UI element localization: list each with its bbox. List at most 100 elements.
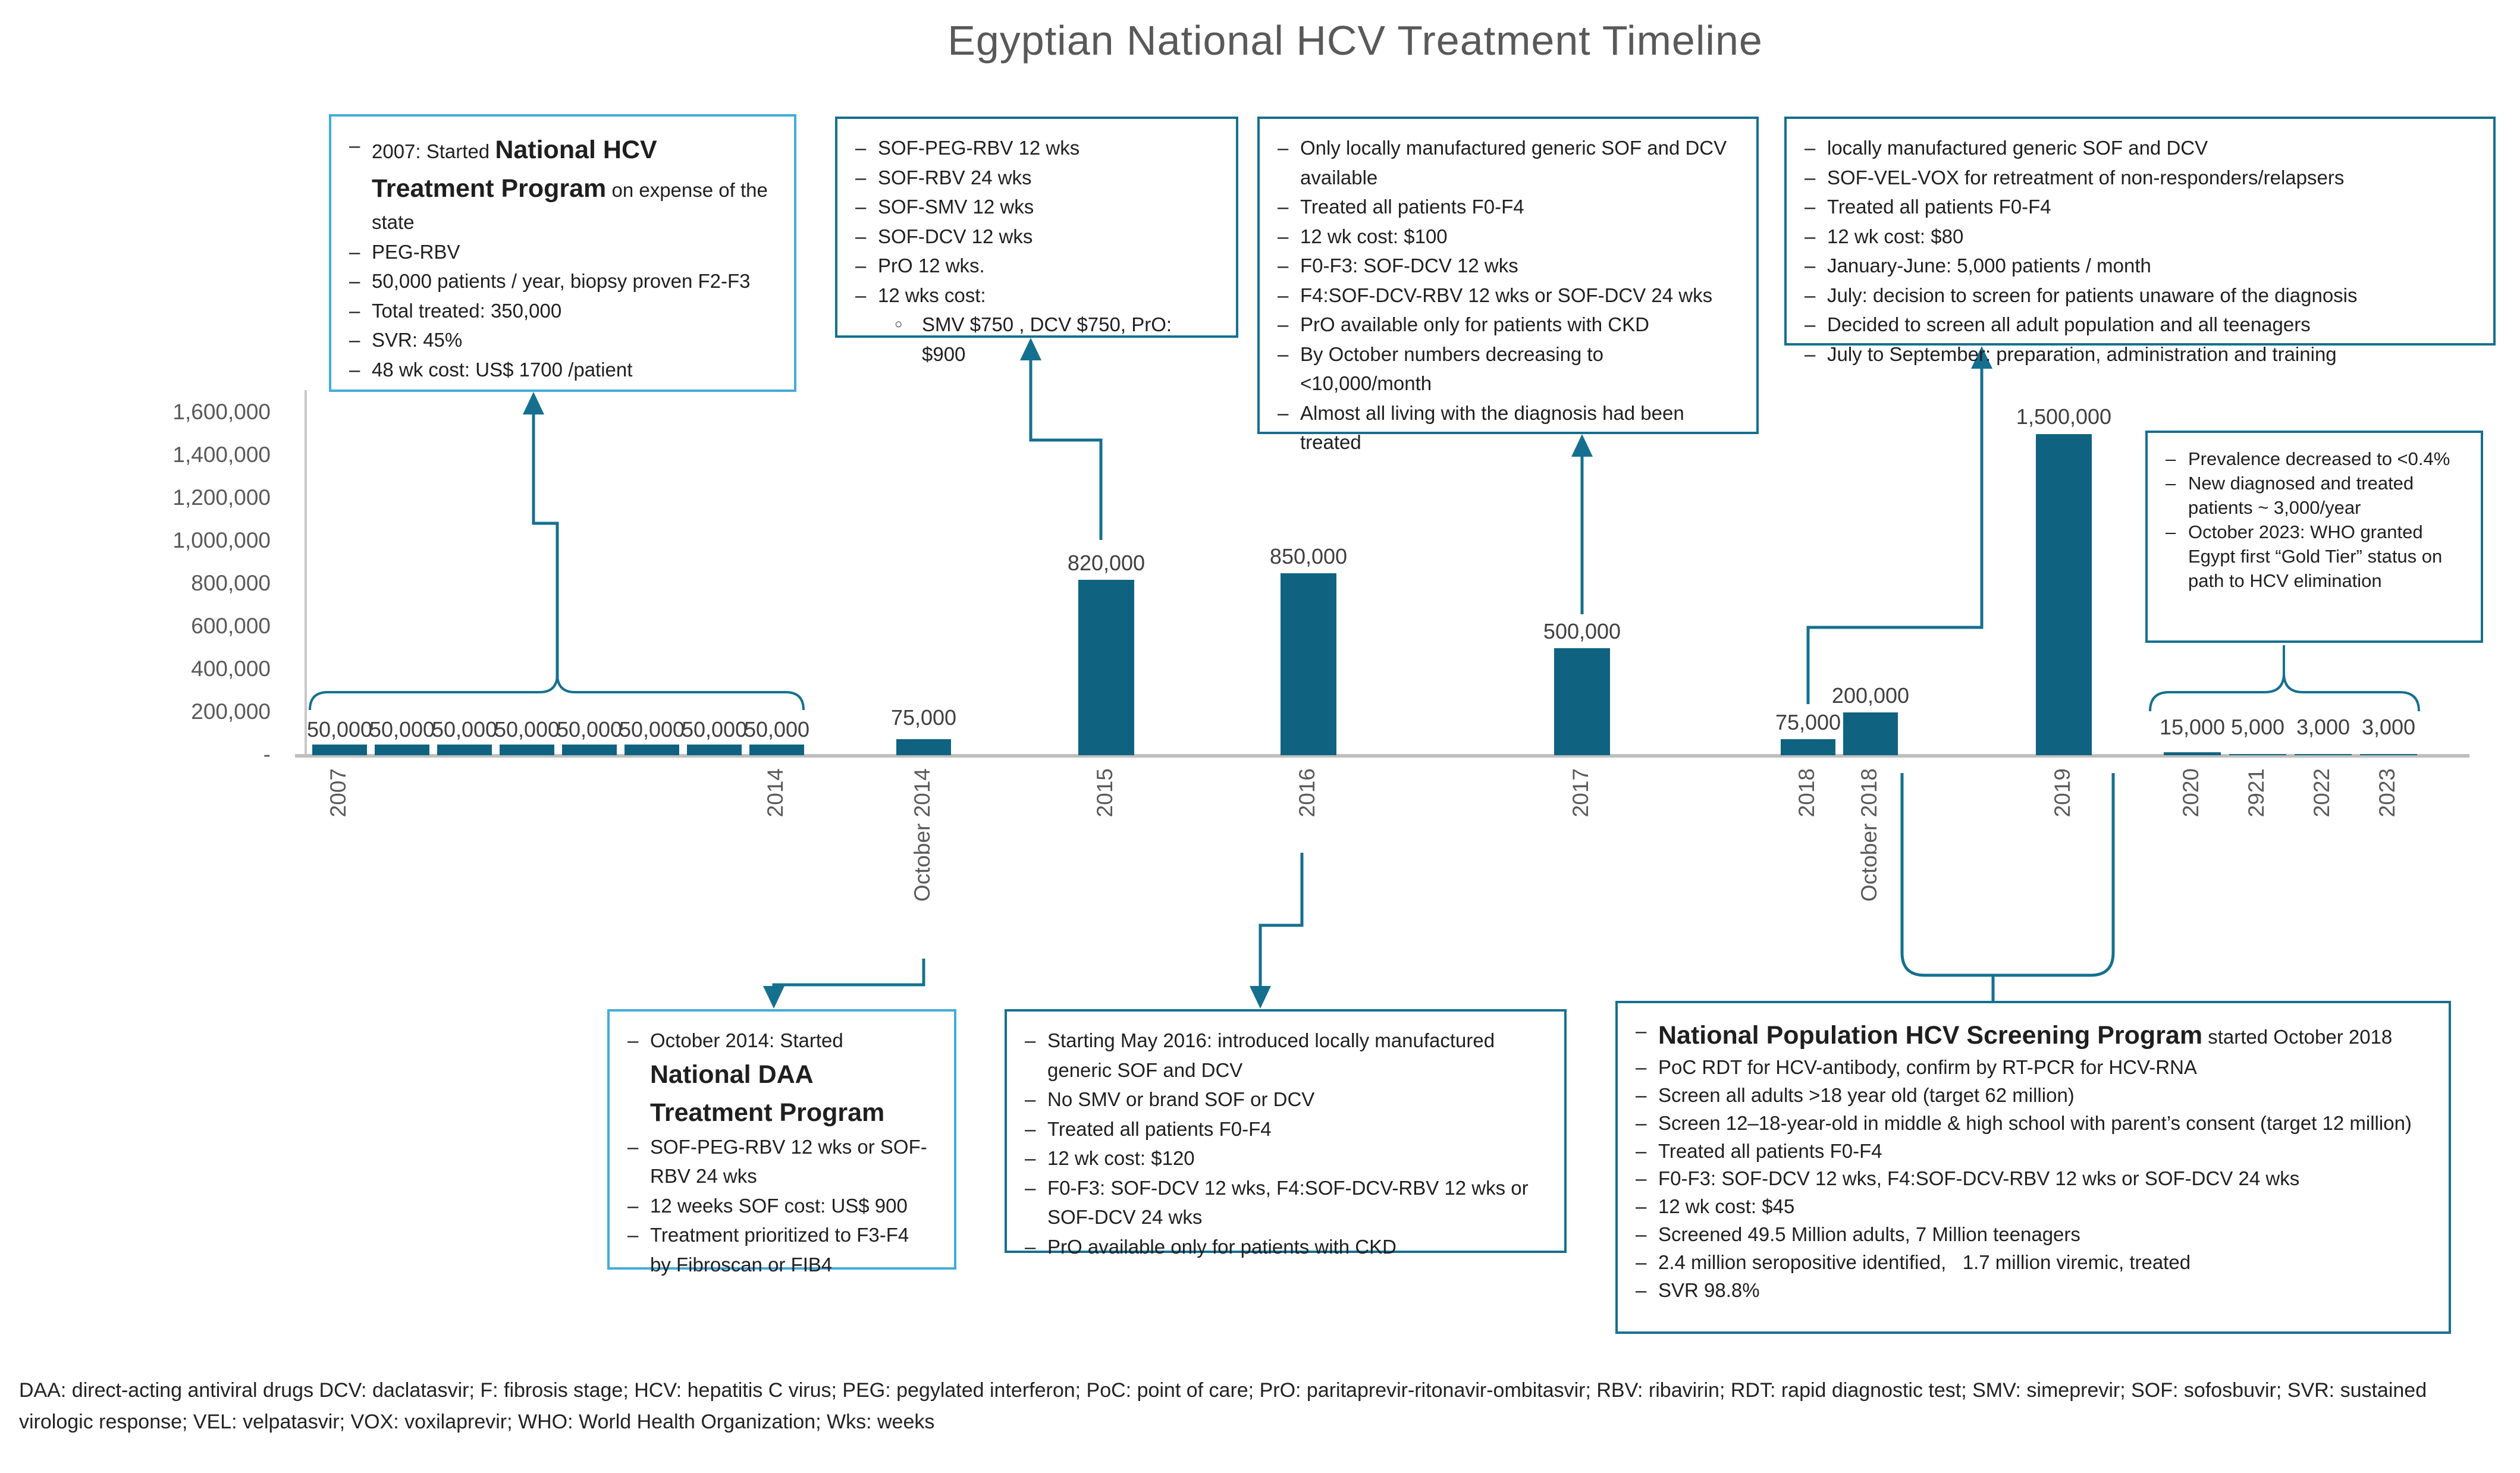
annotation-line: –Decided to screen all adult population … — [1805, 310, 2472, 340]
annotation-text: July to September: preparation, administ… — [1827, 343, 2337, 365]
annotation-line: –PrO 12 wks. — [855, 251, 1215, 281]
bullet-dash-icon: – — [855, 166, 867, 189]
bar-2017 — [1554, 648, 1610, 755]
y-axis-tick-label: 1,600,000 — [172, 400, 271, 424]
annotation-box-may2016: –Starting May 2016: introduced locally m… — [1005, 1009, 1567, 1258]
annotation-line: –SVR: 45% — [349, 325, 773, 355]
annotation-box-y2018: – locally manufactured generic SOF and DC… — [1784, 117, 2496, 365]
annotation-text: 12 wk cost: $45 — [1658, 1195, 1795, 1218]
bullet-dash-icon: – — [627, 1194, 639, 1217]
annotation-text: By October numbers decreasing to <10,000… — [1300, 343, 1603, 395]
annotation-line: –50,000 patients / year, biopsy proven F… — [349, 266, 773, 296]
annotation-line: –Treated all patients F0-F4 — [1278, 192, 1735, 222]
annotation-text: 12 weeks SOF cost: US$ 900 — [650, 1194, 908, 1217]
bar-value-label: 50,000 — [431, 717, 498, 742]
sub-bullet-circle-icon: ○ — [895, 316, 903, 331]
bar-value-label: 50,000 — [494, 717, 560, 742]
bullet-dash-icon: – — [855, 196, 867, 218]
annotation-text: January-June: 5,000 patients / month — [1827, 255, 2151, 277]
annotation-text: F4:SOF-DCV-RBV 12 wks or SOF-DCV 24 wks — [1300, 284, 1713, 306]
x-axis-tick-label: 2019 — [2050, 768, 2075, 818]
bar-value-label: 50,000 — [619, 717, 685, 742]
bullet-dash-icon: – — [1805, 225, 1816, 247]
annotation-text: Treated all patients F0-F4 — [1827, 196, 2051, 218]
bullet-dash-icon: – — [1636, 1251, 1647, 1274]
annotation-text: Screened 49.5 Million adults, 7 Million … — [1658, 1223, 2080, 1246]
bar-october-2018 — [1843, 712, 1898, 755]
annotation-line: –2.4 million seropositive identified, 1.… — [1636, 1249, 2427, 1277]
y-axis-tick-label: 600,000 — [191, 614, 271, 638]
annotation-text: started October 2018 — [2202, 1026, 2393, 1048]
annotation-text: PrO 12 wks. — [878, 255, 985, 277]
bar-2011 — [562, 745, 617, 755]
annotation-line: –12 wk cost: $80 — [1805, 222, 2472, 252]
y-axis-tick-label: 1,400,000 — [172, 442, 271, 467]
annotation-text: Prevalence decreased to <0.4% — [2188, 448, 2450, 469]
annotation-line: –Screen all adults >18 year old (target … — [1636, 1082, 2427, 1110]
bullet-dash-icon: – — [1278, 313, 1289, 335]
annotation-line: –July to September: preparation, adminis… — [1805, 340, 2472, 369]
annotation-text-bold: National DAA Treatment Program — [650, 1060, 885, 1127]
annotation-text: Treated all patients F0-F4 — [1300, 196, 1524, 218]
annotation-text: SOF-RBV 24 wks — [878, 166, 1032, 189]
annotation-line: –2007: Started National HCV Treatment Pr… — [349, 131, 773, 237]
annotation-text: New diagnosed and treated patients ~ 3,0… — [2188, 472, 2414, 518]
x-axis-tick-label: 2016 — [1295, 768, 1319, 818]
bullet-dash-icon: – — [1636, 1056, 1647, 1079]
annotation-text: Decided to screen all adult population a… — [1827, 313, 2311, 335]
annotation-box-screening: –National Population HCV Screening Progr… — [1615, 1001, 2451, 1334]
annotation-text: Almost all living with the diagnosis had… — [1300, 401, 1684, 454]
annotation-text: SOF-PEG-RBV 12 wks — [878, 137, 1080, 159]
bullet-dash-icon: – — [855, 255, 867, 277]
annotation-text: July: decision to screen for patients un… — [1827, 284, 2358, 306]
x-axis-tick-label: 2014 — [763, 768, 787, 818]
annotation-line: –SOF-PEG-RBV 12 wks or SOF-RBV 24 wks — [627, 1132, 933, 1191]
bullet-dash-icon: – — [1636, 1111, 1647, 1134]
annotation-text: 2007: Started — [372, 140, 495, 162]
annotation-box-outcome_2020_2023: –Prevalence decreased to <0.4%–New diagn… — [2145, 431, 2483, 643]
annotation-line: –SOF-SMV 12 wks — [855, 192, 1215, 222]
bar-value-label: 75,000 — [1775, 710, 1841, 734]
arrow-down-may2016-icon — [1250, 986, 1271, 1009]
annotation-line: –12 wks cost: — [855, 281, 1215, 310]
bar-2016 — [1281, 573, 1336, 755]
annotation-text: SMV $750 , DCV $750, PrO: $900 — [922, 313, 1172, 365]
bullet-dash-icon: – — [2166, 472, 2176, 494]
annotation-text: locally manufactured generic SOF and DCV — [1827, 137, 2208, 159]
y-axis-tick-label: 200,000 — [191, 699, 271, 724]
annotation-text: 48 wk cost: US$ 1700 /patient — [372, 358, 633, 381]
bullet-dash-icon: – — [1025, 1235, 1036, 1258]
annotation-line: –No SMV or brand SOF or DCV — [1025, 1085, 1543, 1114]
y-axis-tick-label: - — [263, 742, 271, 767]
brace-2020-2023 — [2149, 673, 2420, 712]
bullet-dash-icon: – — [349, 134, 360, 156]
bar-value-label: 15,000 — [2159, 715, 2226, 739]
x-axis-tick-label: 2007 — [326, 768, 350, 818]
connector-oct2014-box — [772, 959, 925, 990]
annotation-line: –SOF-PEG-RBV 12 wks — [855, 133, 1215, 163]
bar-value-label: 50,000 — [681, 717, 748, 742]
annotation-line: –SOF-DCV 12 wks — [855, 222, 1215, 252]
bar-value-label: 3,000 — [2296, 715, 2350, 739]
bar-value-label: 5,000 — [2230, 715, 2285, 739]
x-axis-tick-label: 2018 — [1794, 768, 1819, 818]
bar-2020 — [2164, 752, 2221, 755]
bar-2008 — [375, 745, 429, 755]
bullet-dash-icon: – — [1805, 343, 1816, 365]
annotation-line: –October 2023: WHO granted Egypt first “… — [2166, 520, 2459, 593]
bullet-dash-icon: – — [1278, 225, 1289, 247]
x-axis-tick-label: 2921 — [2244, 768, 2268, 818]
bullet-dash-icon: – — [349, 358, 360, 381]
bullet-dash-icon: – — [349, 270, 360, 292]
annotation-line: –12 wk cost: $100 — [1278, 222, 1735, 252]
bullet-dash-icon: – — [627, 1135, 639, 1158]
annotation-text: Screen 12–18-year-old in middle & high s… — [1658, 1111, 2412, 1134]
annotation-text: Treated all patients F0-F4 — [1047, 1117, 1272, 1140]
connector-box-2007 — [532, 410, 559, 678]
x-axis-tick-label: October 2014 — [910, 768, 934, 902]
arrow-up-box-2017-icon — [1571, 434, 1593, 457]
bullet-dash-icon: – — [349, 240, 360, 263]
y-axis-tick-label: 1,000,000 — [172, 528, 271, 552]
